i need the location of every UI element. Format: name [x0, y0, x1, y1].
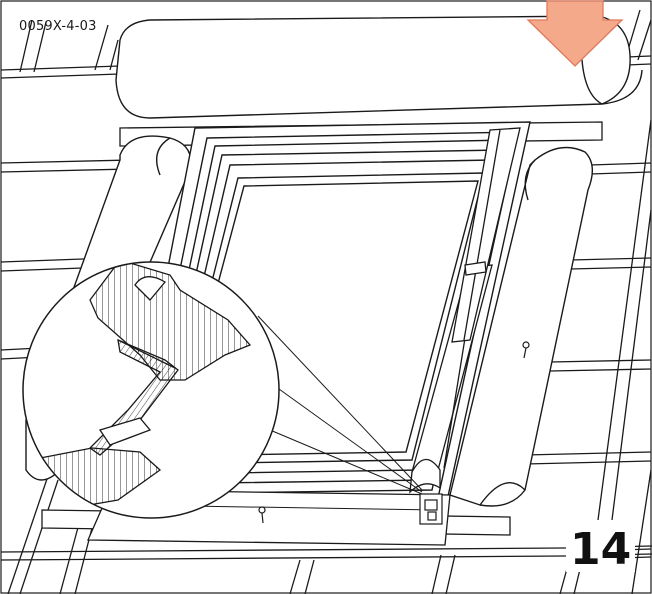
figure-code: 0059X-4-03: [19, 19, 97, 34]
detail-magnifier: [22, 261, 280, 519]
side-flashing: [409, 127, 521, 494]
down-arrow-icon: [526, 0, 624, 67]
step-number: 14: [566, 528, 636, 572]
top-membrane-roll: [115, 15, 643, 119]
clip-bracket: [419, 493, 443, 525]
right-membrane-roll: [449, 146, 593, 507]
screw-icon: [522, 341, 530, 359]
callout-lines: [257, 315, 423, 495]
screw-icon: [258, 506, 266, 524]
